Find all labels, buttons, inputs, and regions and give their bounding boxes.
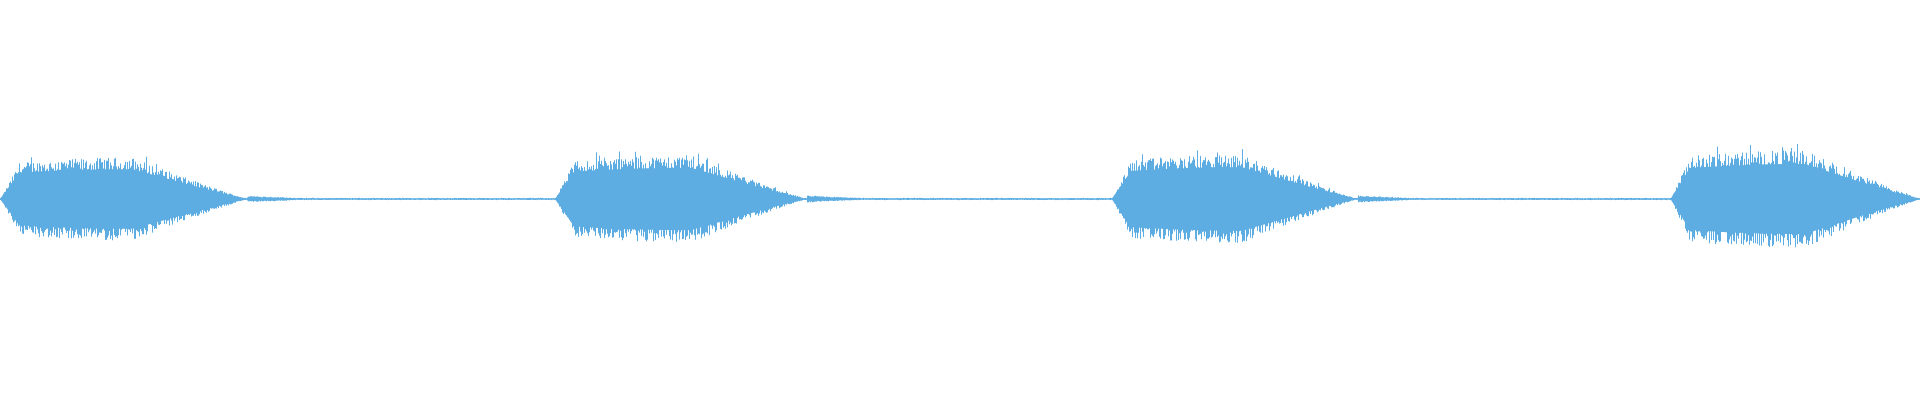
waveform-samples — [0, 143, 1920, 248]
waveform-burst-4 — [1670, 164, 1920, 234]
waveform-burst-3 — [1112, 167, 1357, 231]
waveform-burst-2 — [555, 167, 806, 231]
waveform-burst-1 — [0, 169, 248, 229]
waveform-bursts — [0, 143, 1920, 248]
